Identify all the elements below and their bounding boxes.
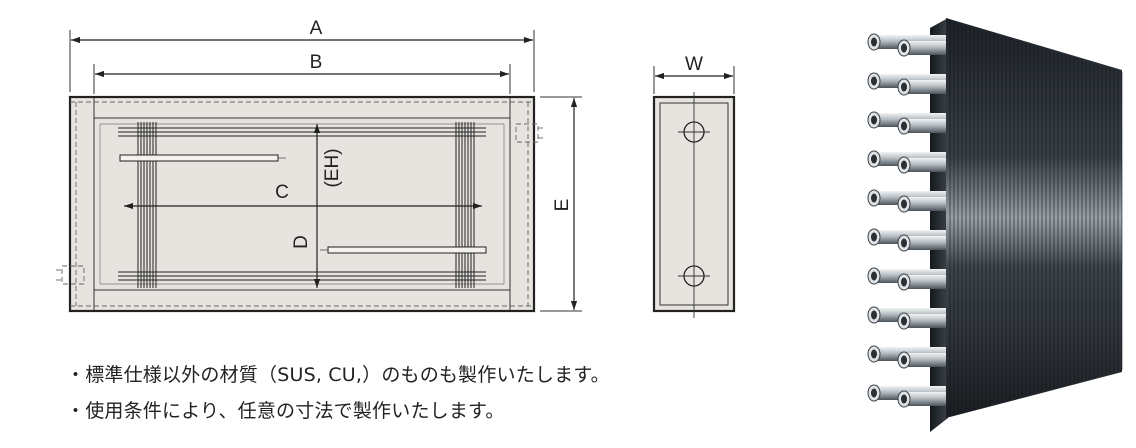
header-lines-top — [118, 127, 486, 137]
tube-stub — [897, 273, 946, 291]
tube-stubs — [867, 33, 946, 408]
tube-stub — [897, 117, 946, 135]
tube-stub — [897, 39, 946, 57]
frame-outline — [68, 95, 536, 313]
tube-bundle-left — [137, 122, 157, 288]
label-e: E — [552, 199, 573, 212]
tube-stub — [897, 234, 946, 252]
dimension-c: C — [124, 182, 482, 210]
dimension-b: B — [93, 52, 511, 94]
dimension-a: A — [69, 18, 535, 92]
dimension-e: E — [540, 96, 582, 312]
note-materials: ・標準仕様以外の材質（SUS, CU,）のものも製作いたします。 — [66, 364, 610, 386]
tube-stub — [897, 312, 946, 330]
inlet-pipe — [119, 154, 279, 162]
tube-stub — [897, 195, 946, 213]
label-d: D — [291, 235, 312, 249]
label-eh: (EH) — [322, 148, 343, 187]
front-view: A B — [56, 18, 582, 313]
label-b: B — [310, 52, 323, 73]
coil-illustration — [867, 18, 1123, 432]
tube-stub — [897, 156, 946, 174]
hidden-lines — [56, 101, 546, 307]
header-lines-bottom — [118, 271, 486, 281]
note-dimensions: ・使用条件により、任意の寸法で製作いたします。 — [66, 400, 505, 422]
dimension-d: (EH) D — [291, 124, 343, 288]
label-a: A — [310, 18, 323, 39]
side-view: W — [652, 54, 736, 318]
tube-stub — [897, 351, 946, 369]
label-w: W — [685, 54, 703, 75]
label-c: C — [275, 182, 289, 203]
tube-stub — [897, 78, 946, 96]
dimension-w: W — [653, 54, 735, 94]
tube-stub — [897, 390, 946, 408]
outlet-pipe — [327, 246, 487, 254]
tube-bundle-right — [455, 122, 475, 288]
